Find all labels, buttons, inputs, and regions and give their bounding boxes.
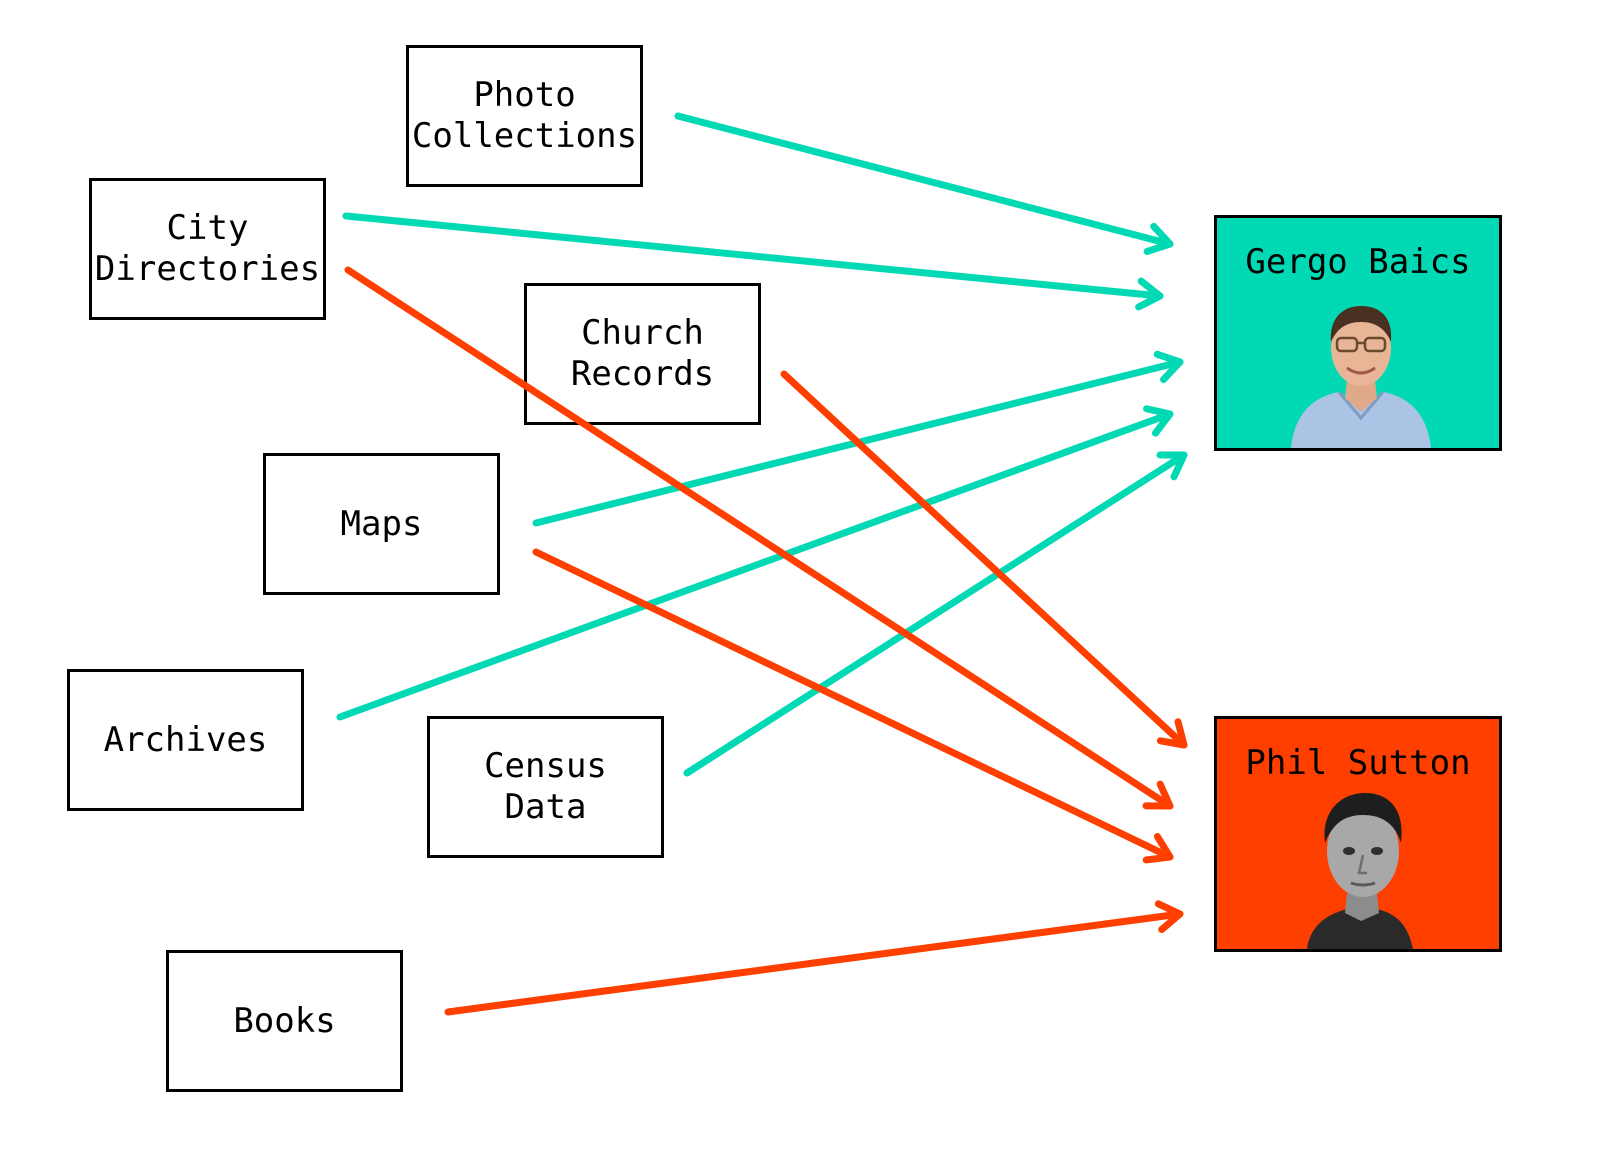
arrow-city-to-phil <box>344 266 1174 810</box>
arrow-photo-to-gergo-head <box>1143 222 1174 255</box>
arrow-census-to-gergo <box>683 451 1188 777</box>
arrow-photo-to-gergo <box>674 112 1174 248</box>
source-census-data: Census Data <box>427 716 664 858</box>
source-photo-collections: Photo Collections <box>406 45 643 187</box>
person-name-phil: Phil Sutton <box>1245 743 1471 783</box>
arrow-city-to-gergo <box>342 212 1164 300</box>
source-city-directories: City Directories <box>89 178 326 320</box>
arrow-city-to-gergo-head <box>1135 277 1164 311</box>
arrow-maps-to-phil <box>532 548 1174 861</box>
arrow-maps-to-gergo-head <box>1153 350 1184 383</box>
arrow-books-to-phil-head <box>1154 900 1184 934</box>
source-archives: Archives <box>67 669 304 811</box>
source-maps: Maps <box>263 453 500 595</box>
arrow-archives-to-gergo-head <box>1143 405 1174 437</box>
arrow-census-to-gergo-head <box>1156 451 1188 481</box>
arrow-church-to-phil <box>780 370 1188 749</box>
arrow-city-to-phil-head <box>1142 780 1174 810</box>
arrow-maps-to-phil-head <box>1142 833 1174 864</box>
source-church-records: Church Records <box>524 283 761 425</box>
source-books: Books <box>166 950 403 1092</box>
portrait-gergo-baics <box>1291 306 1431 448</box>
portrait-phil-sutton <box>1307 793 1413 949</box>
person-card-phil-sutton: Phil Sutton <box>1214 716 1502 952</box>
arrow-archives-to-gergo <box>336 410 1174 721</box>
arrow-church-to-phil-head <box>1156 718 1188 749</box>
person-card-gergo-baics: Gergo Baics <box>1214 215 1502 451</box>
person-name-gergo: Gergo Baics <box>1245 242 1471 282</box>
arrow-books-to-phil <box>444 910 1184 1016</box>
